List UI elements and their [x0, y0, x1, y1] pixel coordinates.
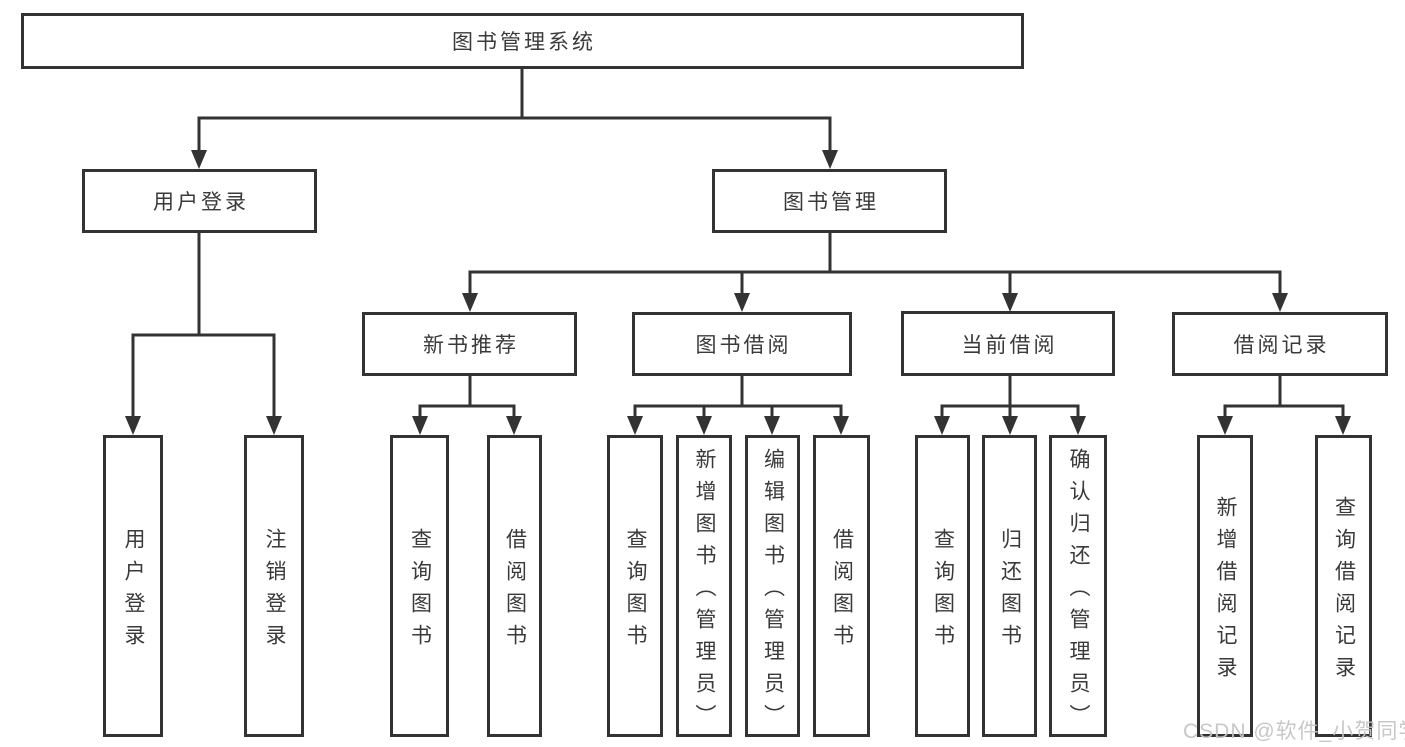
arrowheads [125, 150, 1351, 435]
node-book-management: 图书管理 [712, 169, 947, 233]
node-root: 图书管理系统 [21, 13, 1024, 69]
leaf-confirm-return-admin-label: 确认归还（管理员） [1067, 447, 1090, 736]
leaf-query-book-borrowing-label: 查询图书 [624, 527, 647, 656]
leaf-user-login: 用户登录 [103, 435, 163, 737]
node-user-login: 用户登录 [82, 169, 317, 233]
leaf-logout-label: 注销登录 [263, 527, 286, 656]
leaf-logout: 注销登录 [244, 435, 304, 737]
node-book-management-label: 图书管理 [783, 191, 879, 214]
leaf-query-book-current: 查询图书 [915, 435, 970, 737]
node-borrow-records-label: 借阅记录 [1233, 334, 1330, 357]
node-new-book-recommend-label: 新书推荐 [423, 334, 519, 357]
leaf-add-book-admin-label: 新增图书（管理员） [693, 447, 716, 736]
node-current-borrowing-label: 当前借阅 [961, 333, 1058, 357]
node-borrow-records: 借阅记录 [1172, 312, 1388, 376]
leaf-edit-book-admin-label: 编辑图书（管理员） [761, 447, 785, 736]
leaf-borrow-book-borrowing: 借阅图书 [813, 435, 870, 737]
leaf-add-borrow-record: 新增借阅记录 [1197, 435, 1253, 737]
node-root-label: 图书管理系统 [452, 31, 596, 54]
leaf-add-book-admin: 新增图书（管理员） [676, 435, 732, 737]
node-book-borrowing: 图书借阅 [632, 312, 852, 376]
node-new-book-recommend: 新书推荐 [362, 312, 577, 376]
leaf-query-borrow-record: 查询借阅记录 [1315, 435, 1372, 737]
node-book-borrowing-label: 图书借阅 [695, 334, 792, 357]
leaf-query-book-borrowing: 查询图书 [607, 435, 663, 737]
leaf-borrow-book-borrowing-label: 借阅图书 [830, 527, 854, 656]
leaf-borrow-book-recommend-label: 借阅图书 [503, 527, 527, 656]
leaf-user-login-label: 用户登录 [122, 527, 145, 656]
leaf-query-book-recommend-label: 查询图书 [408, 527, 432, 656]
leaf-confirm-return-admin: 确认归还（管理员） [1049, 435, 1107, 737]
leaf-add-borrow-record-label: 新增借阅记录 [1214, 495, 1237, 688]
leaf-query-book-current-label: 查询图书 [931, 527, 955, 656]
leaf-query-borrow-record-label: 查询借阅记录 [1332, 495, 1356, 688]
csdn-watermark: CSDN @软件_小贺同学 [1183, 720, 1405, 743]
node-current-borrowing: 当前借阅 [901, 311, 1115, 376]
leaf-return-book-label: 归还图书 [998, 527, 1022, 656]
leaf-query-book-recommend: 查询图书 [390, 435, 449, 737]
leaf-borrow-book-recommend: 借阅图书 [487, 435, 542, 737]
leaf-return-book: 归还图书 [982, 435, 1037, 737]
node-user-login-label: 用户登录 [153, 191, 249, 214]
leaf-edit-book-admin: 编辑图书（管理员） [745, 435, 800, 737]
